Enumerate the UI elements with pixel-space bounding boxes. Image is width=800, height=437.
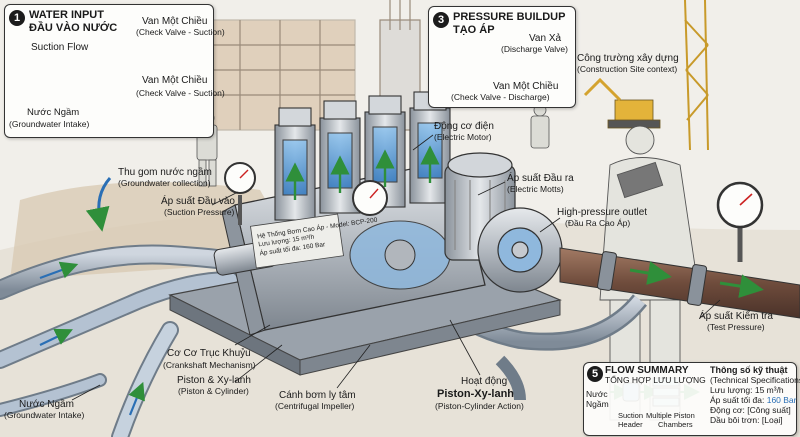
panel-water-input-title-vi: ĐẦU VÀO NƯỚC: [29, 22, 118, 34]
drill-rig: [684, 0, 709, 151]
groundwater-label-vi: Nước Ngầm: [19, 399, 74, 410]
nameplate-panel: [250, 213, 344, 269]
suction-pressure-gauge: [224, 162, 256, 225]
panel-pressure-title-en: PRESSURE BUILDUP: [453, 11, 566, 23]
outlet-pressure-gauge: [352, 180, 388, 216]
piston-action-label-vi-1: Hoạt động: [461, 376, 508, 387]
check-valve-discharge-vi: Van Một Chiều: [493, 81, 559, 92]
impeller-label-vi: Cánh bơm ly tâm: [279, 390, 356, 401]
suction-pressure-label-en: (Suction Pressure): [164, 207, 235, 217]
test-pressure-label-vi: Áp suất Kiểm tra: [699, 311, 773, 322]
site-label-vi: Công trường xây dựng: [577, 53, 679, 64]
suction-flow-label: Suction Flow: [31, 42, 89, 53]
step-number-3: 3: [433, 12, 449, 28]
specs-title-en: (Technical Specifications):: [710, 375, 800, 385]
step-number-5: 5: [587, 366, 603, 382]
piston-chambers-label-2: Chambers: [658, 420, 693, 429]
piston-action-label-en: (Piston-Cylinder Action): [435, 401, 524, 411]
valve-suction-2-en: (Check Valve - Suction): [136, 88, 225, 98]
intake-label-en: (Groundwater Intake): [9, 119, 90, 129]
suction-header-label-1: Suction: [618, 411, 644, 420]
intake-label-vi: Nước Ngầm: [27, 107, 80, 118]
collection-label-vi: Thu gom nước ngầm: [118, 167, 212, 178]
piston-action-label-vi-2: Piston-Xy-lanh: [437, 388, 515, 400]
discharge-valve-en: (Discharge Valve): [501, 44, 568, 54]
piston-chambers-label-1: Multiple Piston: [646, 411, 695, 420]
test-pressure-label-en: (Test Pressure): [707, 322, 765, 332]
valve-suction-1-vi: Van Một Chiều: [142, 16, 208, 27]
impeller-label-en: (Centrifugal Impeller): [275, 401, 355, 411]
output-pipe: [559, 247, 800, 319]
spec-motor: Động cơ: [Công suất]: [710, 405, 791, 415]
spec-pressure-label: Áp suất tối đa:: [710, 395, 765, 405]
excavator: [583, 77, 661, 129]
check-valve-discharge-en: (Check Valve - Discharge): [451, 92, 550, 102]
motor-label-vi: Động cơ điện: [434, 121, 494, 132]
spec-pressure-value: 160 Bar: [766, 395, 797, 405]
panel-pressure-title-vi: TẠO ÁP: [453, 24, 495, 36]
flow-summary-title-vi: TỔNG HỢP LƯU LƯỢNG: [605, 375, 706, 385]
site-label-en: (Construction Site context): [577, 64, 678, 74]
motor-label-en: (Electric Motor): [434, 132, 492, 142]
outlet-pressure-label-en: (Electric Motts): [507, 184, 564, 194]
step-number-1: 1: [9, 10, 25, 26]
suction-pressure-label-vi: Áp suất Đầu vào: [161, 196, 235, 207]
intake-flow-arrows: [39, 261, 145, 416]
groundwater-label-en: (Groundwater Intake): [4, 410, 85, 420]
panel-water-input: 1 WATER INPUT ĐẦU VÀO NƯỚC Suction Flow …: [4, 4, 225, 138]
panel-pressure-buildup: 3 PRESSURE BUILDUP TẠO ÁP Van Xả (Discha…: [428, 6, 576, 108]
spec-pressure: Áp suất tối đa: 160 Bar: [710, 395, 797, 406]
crankshaft-label-vi: Cơ Cơ Trục Khuỷu: [167, 348, 251, 359]
panel-water-input-title-en: WATER INPUT: [29, 9, 104, 21]
worker-mid: [530, 103, 550, 149]
test-pressure-gauge: [716, 181, 764, 262]
panel-flow-summary: 5 FLOW SUMMARY TỔNG HỢP LƯU LƯỢNG Nước N…: [583, 362, 800, 436]
hp-outlet-label-vi: (Đầu Ra Cao Áp): [565, 218, 631, 228]
discharge-valve-vi: Van Xả: [529, 33, 562, 44]
hp-outlet-label-en: High-pressure outlet: [557, 207, 648, 218]
flow-water-vi-2: Ngầm: [586, 399, 609, 409]
valve-suction-2-vi: Van Một Chiều: [142, 75, 208, 86]
spec-lube: Dầu bôi trơn: [Loại]: [710, 415, 783, 425]
flow-summary-title-en: FLOW SUMMARY: [605, 365, 689, 376]
specs-title-vi: Thông số kỹ thuật: [710, 365, 788, 375]
spec-flow: Lưu lượng: 15 m³/h: [710, 385, 784, 395]
piston-flow-arrows: [285, 145, 440, 200]
high-pressure-outlet: [477, 207, 563, 293]
suction-header-label-2: Header: [618, 420, 643, 429]
collection-arrow: [85, 177, 112, 232]
valve-suction-1-en: (Check Valve - Suction): [136, 27, 225, 37]
crankshaft-label-en: (Crankshaft Mechanism): [163, 360, 256, 370]
piston-label-en: (Piston & Cylinder): [178, 386, 249, 396]
piston-label-vi: Piston & Xy-lanh: [177, 375, 251, 386]
flow-water-vi-1: Nước: [586, 389, 608, 399]
outlet-pressure-label-vi: Áp suất Đầu ra: [507, 173, 574, 184]
collection-label-en: (Groundwater collection): [118, 178, 211, 188]
callout-lines: [71, 134, 721, 401]
